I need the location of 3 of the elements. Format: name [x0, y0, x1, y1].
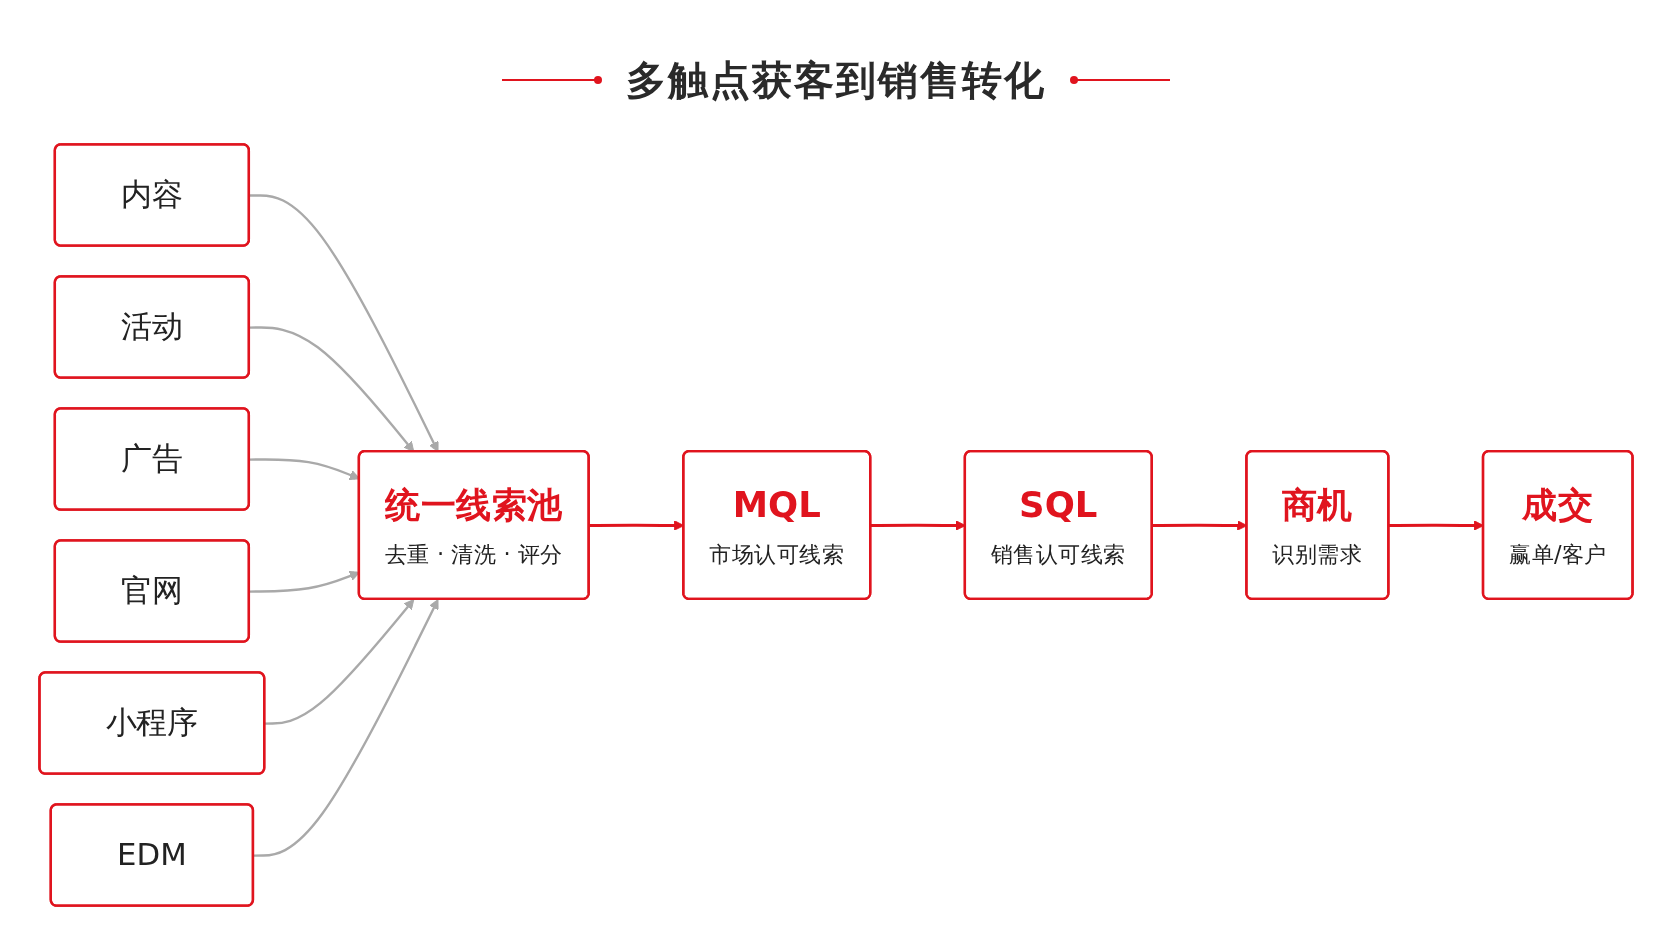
title: 多触点获客到销售转化 — [626, 55, 1046, 105]
arrow — [264, 599, 415, 725]
arrow — [253, 599, 439, 857]
